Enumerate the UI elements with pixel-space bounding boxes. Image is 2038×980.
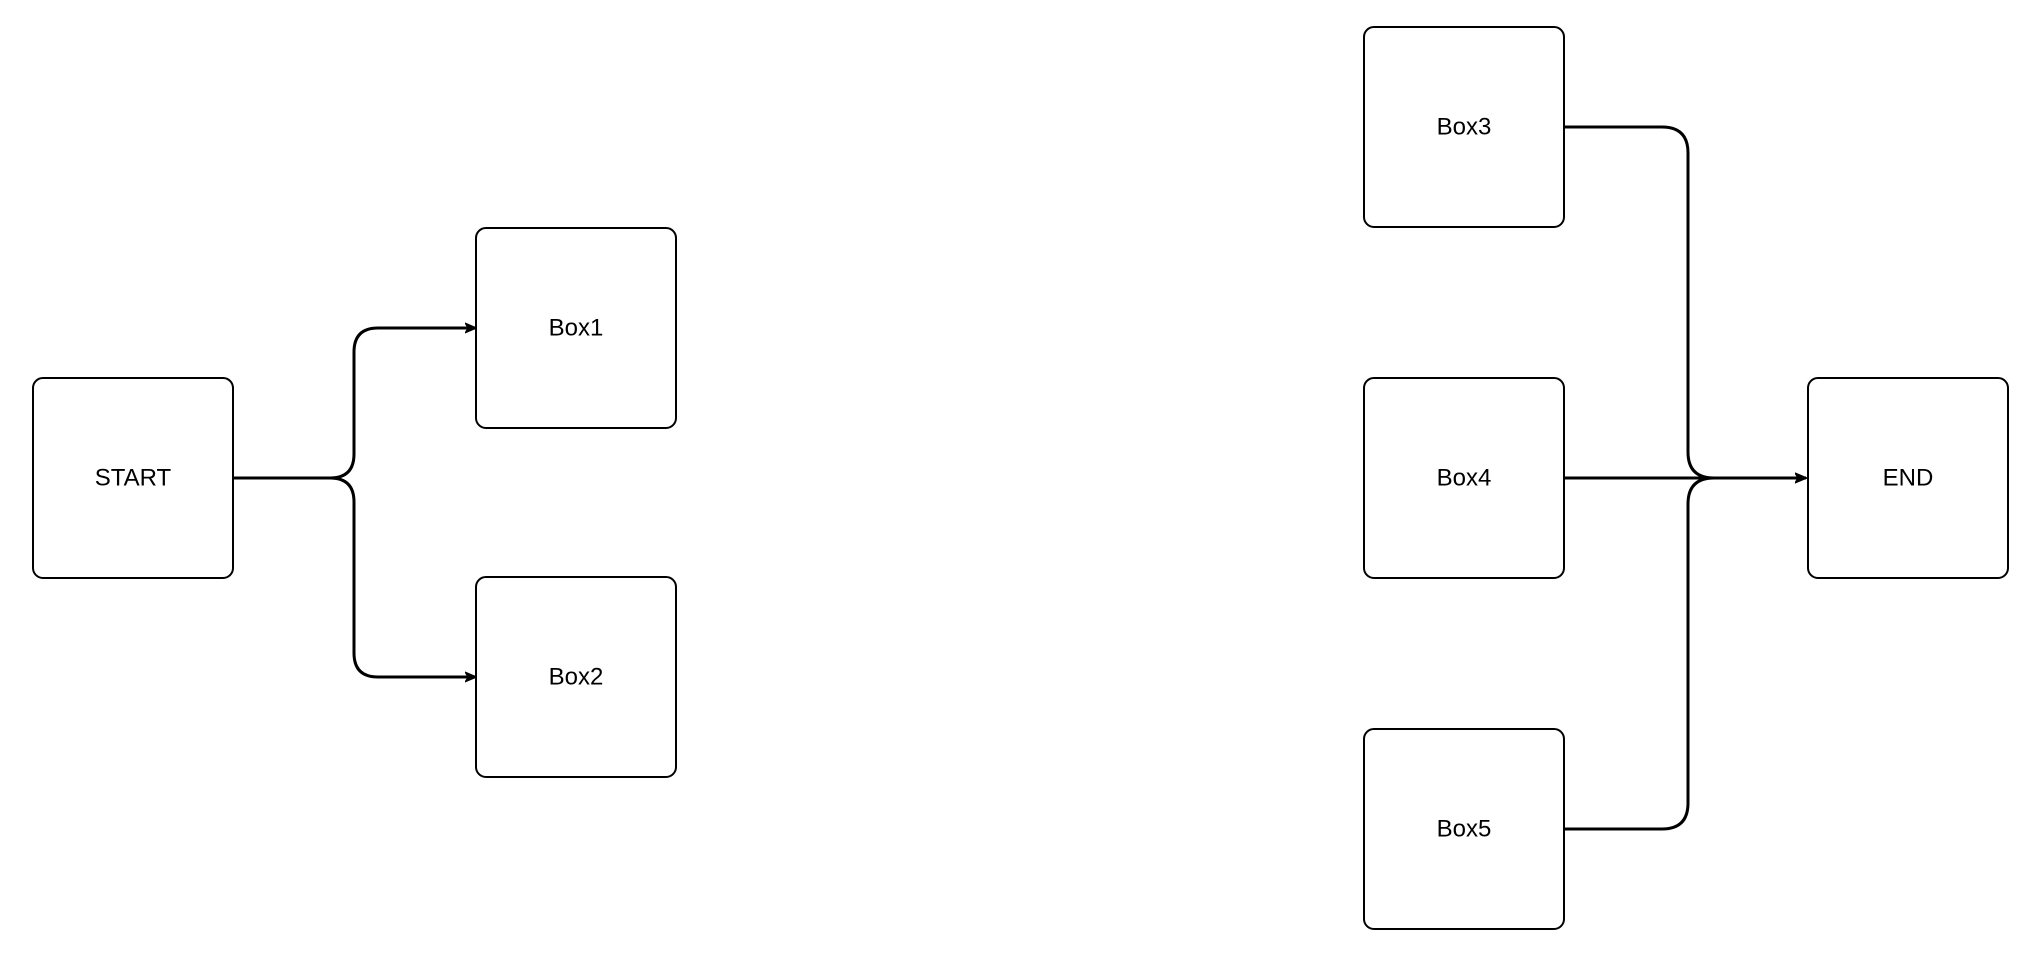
edge-box5-to-end bbox=[1564, 478, 1806, 831]
node-box3[interactable]: Box3 bbox=[1363, 26, 1565, 228]
node-box5-label: Box5 bbox=[1437, 816, 1492, 843]
node-box1[interactable]: Box1 bbox=[475, 227, 677, 429]
node-start[interactable]: START bbox=[32, 377, 234, 579]
node-end[interactable]: END bbox=[1807, 377, 2009, 579]
node-box2[interactable]: Box2 bbox=[475, 576, 677, 778]
edge-start-to-box2 bbox=[233, 476, 476, 677]
node-end-label: END bbox=[1883, 465, 1934, 492]
edge-box3-to-end bbox=[1564, 125, 1806, 478]
node-box3-label: Box3 bbox=[1437, 114, 1492, 141]
node-box1-label: Box1 bbox=[549, 315, 604, 342]
node-box4[interactable]: Box4 bbox=[1363, 377, 1565, 579]
node-box2-label: Box2 bbox=[549, 664, 604, 691]
node-box5[interactable]: Box5 bbox=[1363, 728, 1565, 930]
node-start-label: START bbox=[95, 465, 172, 492]
node-box4-label: Box4 bbox=[1437, 465, 1492, 492]
edge-start-to-box1 bbox=[233, 328, 476, 480]
edges bbox=[233, 125, 1806, 831]
